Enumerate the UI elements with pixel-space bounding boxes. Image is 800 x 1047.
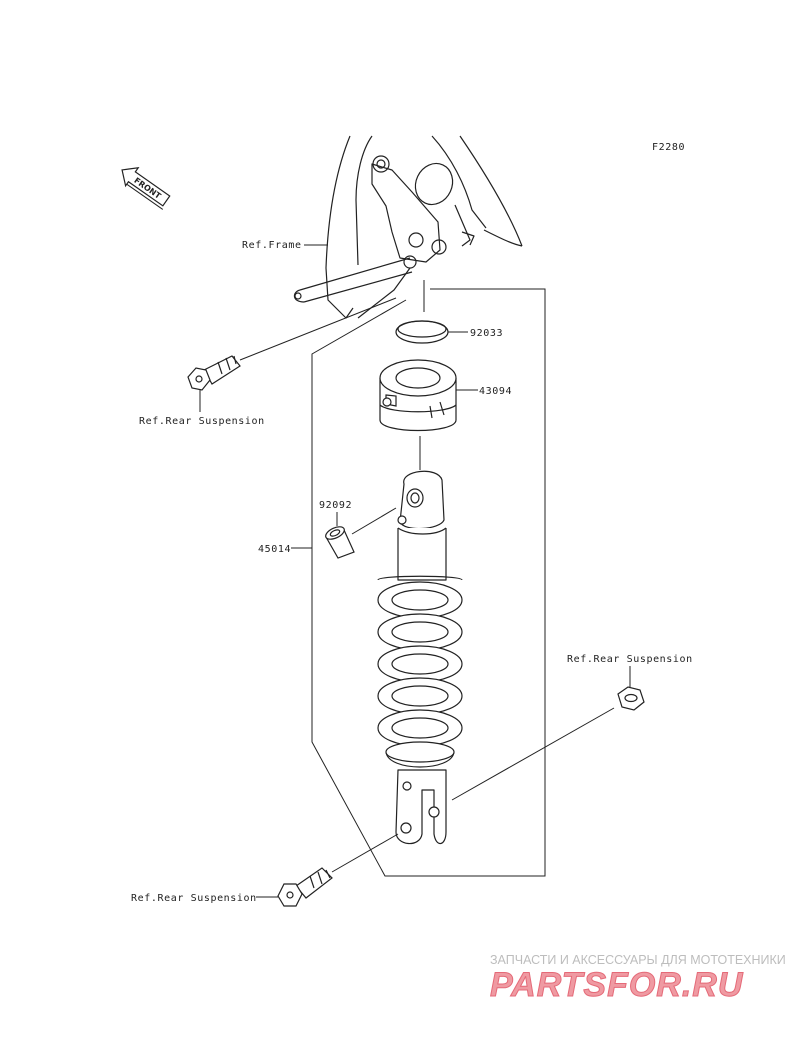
front-arrow-icon: FRONT [121, 167, 171, 210]
bottom-bolt-icon [277, 867, 333, 907]
assembly-bracket [311, 288, 546, 877]
frame-drawing [293, 135, 523, 319]
part-number-92092: 92092 [319, 500, 352, 511]
watermark-brand: PARTSFOR.RU [490, 966, 744, 1004]
figure-code: F2280 [652, 142, 685, 153]
bottom-bolt-leader [331, 833, 399, 873]
part-number-43094: 43094 [479, 386, 512, 397]
ref-rear-suspension-bottom-label: Ref.Rear Suspension [131, 893, 257, 904]
snap-ring-icon [395, 320, 449, 344]
ref-rear-suspension-top-label: Ref.Rear Suspension [139, 416, 265, 427]
right-nut-leader [451, 707, 615, 801]
right-nut-icon [617, 686, 645, 711]
collar-icon [325, 526, 355, 559]
watermark-tagline: ЗАПЧАСТИ И АКСЕССУАРЫ ДЛЯ МОТОТЕХНИКИ [490, 953, 786, 967]
adjuster-nut-icon [379, 359, 457, 432]
top-bolt-leader [239, 297, 397, 361]
ref-frame-label: Ref.Frame [242, 240, 302, 251]
part-number-92033: 92033 [470, 328, 503, 339]
top-bolt-icon [187, 355, 241, 391]
part-number-45014: 45014 [258, 544, 291, 555]
ref-rear-suspension-right-label: Ref.Rear Suspension [567, 654, 693, 665]
shock-absorber-icon [377, 470, 463, 845]
